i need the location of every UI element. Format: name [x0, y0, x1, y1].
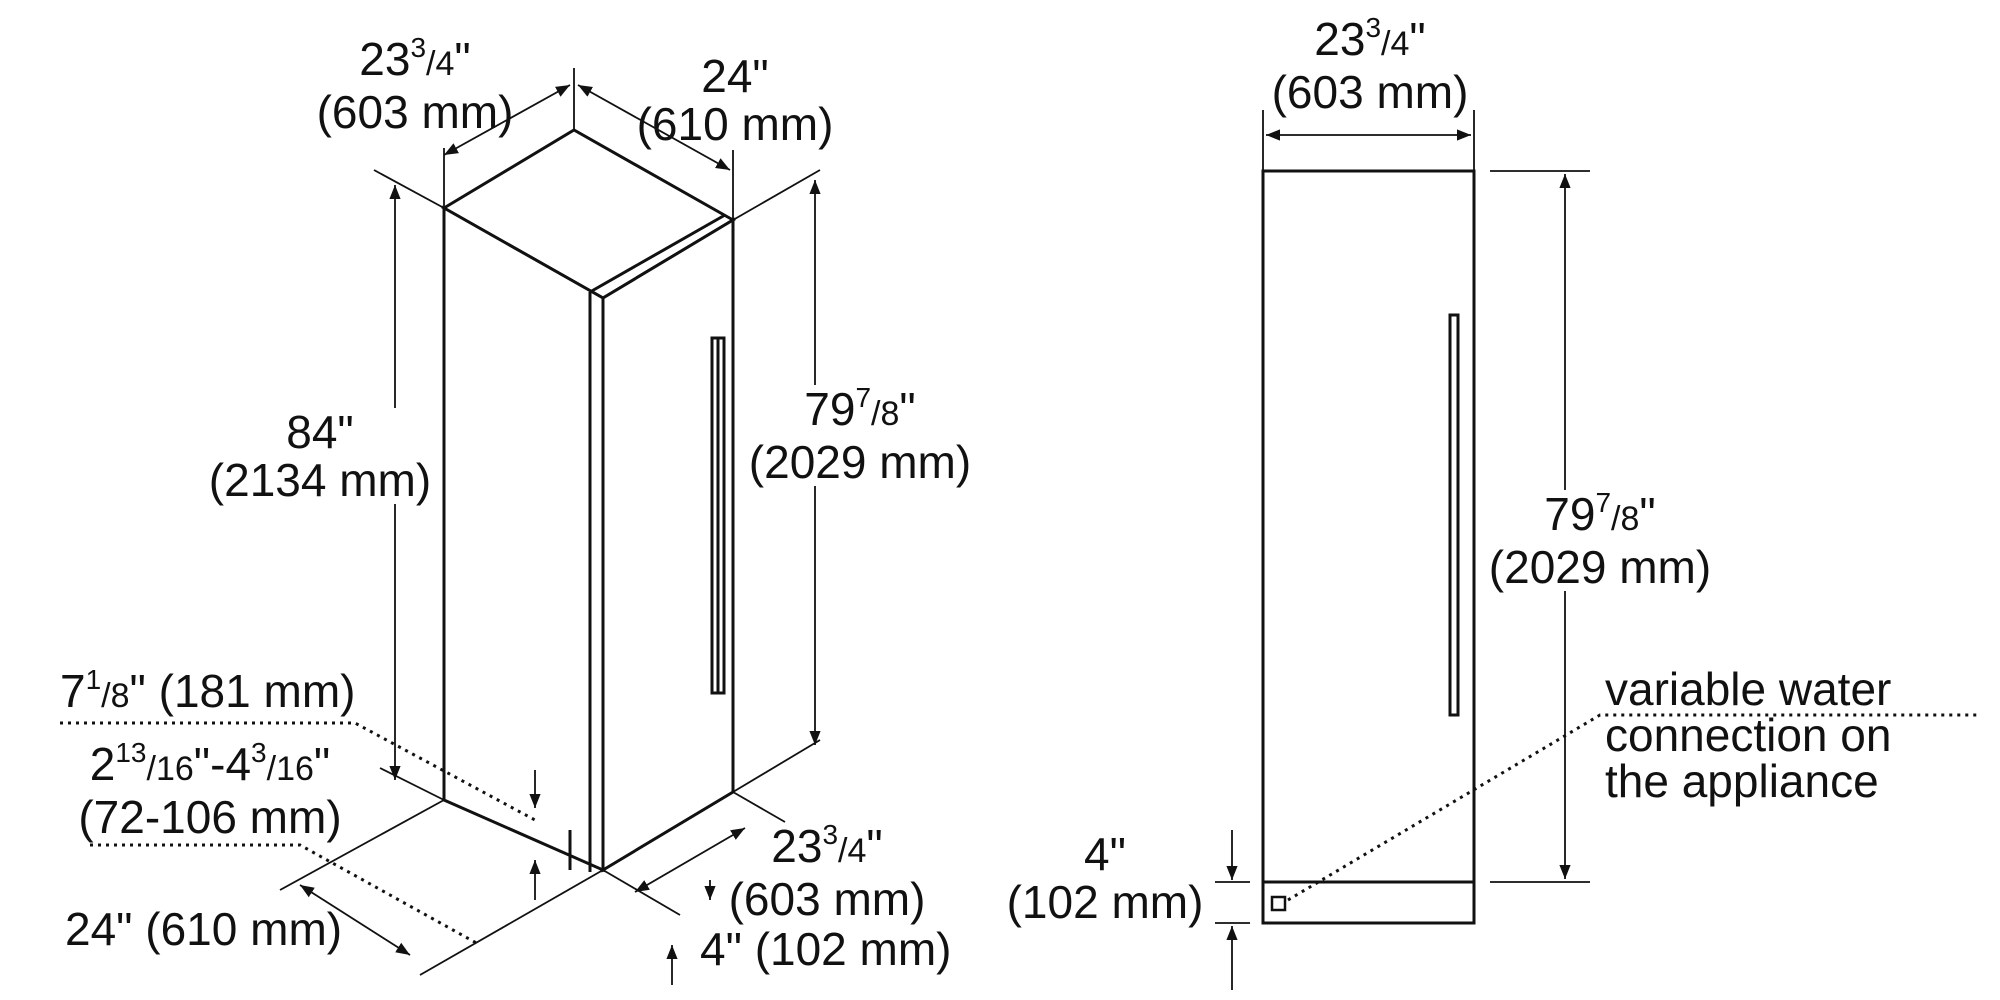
front-width-mm: (603 mm) [1271, 66, 1469, 118]
iso-top-depth-label: 24" (610 mm) [630, 52, 840, 148]
water-connection-leader [1287, 713, 1980, 902]
iso-toe-kick-label: 71/8" (181 mm) [60, 664, 356, 717]
iso-top-width-mm: (603 mm) [316, 86, 514, 138]
water-connection-note: variable water connection on the applian… [1605, 666, 1891, 804]
iso-total-height-label: 84" (2134 mm) [200, 408, 440, 504]
front-toe-inch: 4" [1084, 828, 1126, 880]
front-height-inch: 797/8" [1544, 487, 1656, 540]
iso-base-range-mm: (72-106 mm) [78, 791, 342, 843]
iso-base-range-inch: 213/16"-43/16" [89, 737, 331, 790]
iso-front-toe-label: 4" (102 mm) [700, 923, 952, 975]
iso-front-width-label: 233/4" (603 mm) [722, 819, 932, 925]
iso-cabinet-height-mm: (2029 mm) [748, 436, 972, 488]
front-width-label: 233/4" (603 mm) [1260, 12, 1480, 118]
iso-front-width-inch: 233/4" [771, 819, 883, 872]
front-height-mm: (2029 mm) [1488, 541, 1712, 593]
water-note-line-1: variable water [1605, 663, 1892, 715]
iso-top-width-label: 233/4" (603 mm) [310, 32, 520, 138]
front-extension-lines [1215, 110, 1590, 924]
iso-top-depth-mm: (610 mm) [636, 98, 834, 150]
iso-base-range-label: 213/16"-43/16" (72-106 mm) [70, 737, 350, 843]
front-handle [1448, 313, 1460, 717]
iso-front-width-mm: (603 mm) [728, 873, 926, 925]
front-width-inch: 233/4" [1314, 12, 1426, 65]
front-toe-label: 4" (102 mm) [1000, 830, 1210, 926]
iso-extension-lines [279, 68, 821, 976]
water-note-line-2: connection on [1605, 709, 1892, 761]
iso-cabinet-height-inch: 797/8" [804, 382, 916, 435]
iso-handle [710, 336, 726, 695]
water-connection-icon [1270, 895, 1287, 912]
iso-top-depth-inch: 24" [701, 50, 769, 102]
iso-total-height-mm: (2134 mm) [208, 454, 432, 506]
front-toe-mm: (102 mm) [1006, 876, 1204, 928]
front-cabinet [1261, 169, 1476, 925]
water-note-line-3: the appliance [1605, 755, 1879, 807]
iso-cabinet-height-label: 797/8" (2029 mm) [740, 382, 980, 488]
iso-dotted-leaders [60, 721, 536, 947]
iso-floor-depth-label: 24" (610 mm) [65, 903, 343, 955]
iso-top-width-inch: 233/4" [359, 32, 471, 85]
iso-total-height-inch: 84" [286, 406, 354, 458]
front-height-label: 797/8" (2029 mm) [1480, 487, 1720, 593]
iso-cabinet [441, 128, 736, 873]
